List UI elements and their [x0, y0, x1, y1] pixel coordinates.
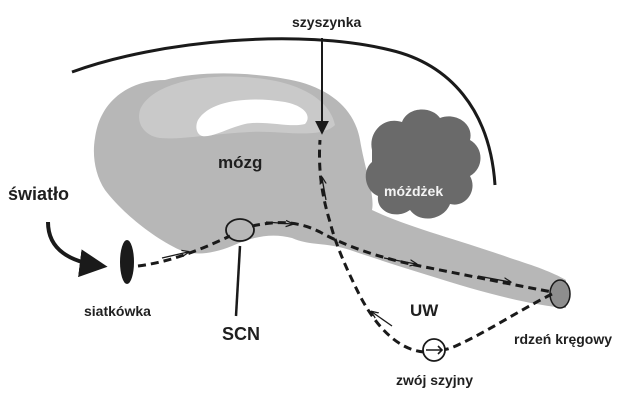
label-cervical-ganglion: zwój szyjny	[396, 372, 473, 388]
label-retina: siatkówka	[84, 303, 151, 319]
cerebellum	[366, 109, 481, 218]
label-spinal-cord: rdzeń kręgowy	[514, 331, 612, 347]
scn-pointer	[236, 246, 240, 316]
label-light: światło	[8, 184, 69, 204]
label-uw: UW	[410, 301, 439, 320]
light-arrow	[48, 222, 102, 266]
label-cerebellum: móżdżek	[384, 183, 443, 199]
spinal-cord-end	[550, 280, 570, 308]
label-brain: mózg	[218, 153, 262, 172]
retina	[120, 240, 134, 284]
label-pineal: szyszynka	[292, 14, 361, 30]
label-scn: SCN	[222, 324, 260, 344]
tract-arrow-1	[162, 252, 188, 258]
tract-arrow-5	[372, 312, 392, 326]
